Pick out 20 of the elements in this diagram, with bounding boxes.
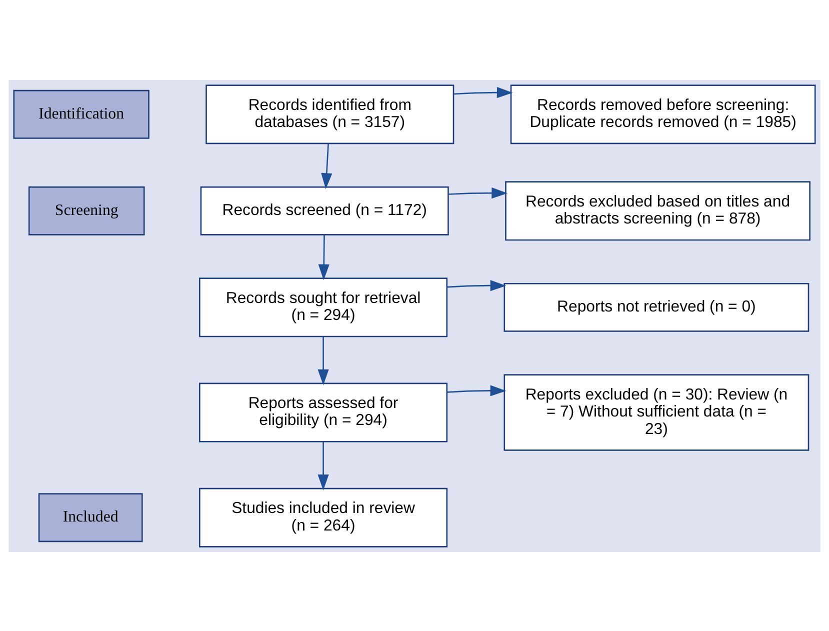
- node-box: Studies included in review (n = 264): [199, 487, 448, 547]
- node-box: Records removed before screening: Duplicate records removed (n = 1985): [510, 84, 816, 144]
- node-box: Reports assessed for eligibility (n = 294): [199, 382, 448, 442]
- node-box: Reports excluded (n = 30): Review (n = 7) Without sufficient data (n = 23): [504, 374, 810, 450]
- node-box: Records screened (n = 1172): [200, 186, 449, 235]
- node-box: Included: [38, 492, 143, 542]
- node-box: Records excluded based on titles and abstracts screening (n = 878): [505, 180, 810, 240]
- arrow: [446, 280, 506, 291]
- node-box: Records identified from databases (n = 3157): [206, 84, 454, 144]
- arrow: [446, 384, 506, 396]
- arrow: [318, 336, 329, 385]
- arrow: [318, 441, 329, 490]
- arrow: [321, 143, 332, 189]
- arrow: [318, 234, 330, 280]
- node-box: Screening: [28, 186, 145, 235]
- node-box: Reports not retrieved (n = 0): [504, 282, 810, 332]
- node-box: Identification: [13, 89, 150, 138]
- arrow: [448, 186, 508, 198]
- node-box: Records sought for retrieval (n = 294): [199, 277, 448, 337]
- arrow: [453, 86, 513, 98]
